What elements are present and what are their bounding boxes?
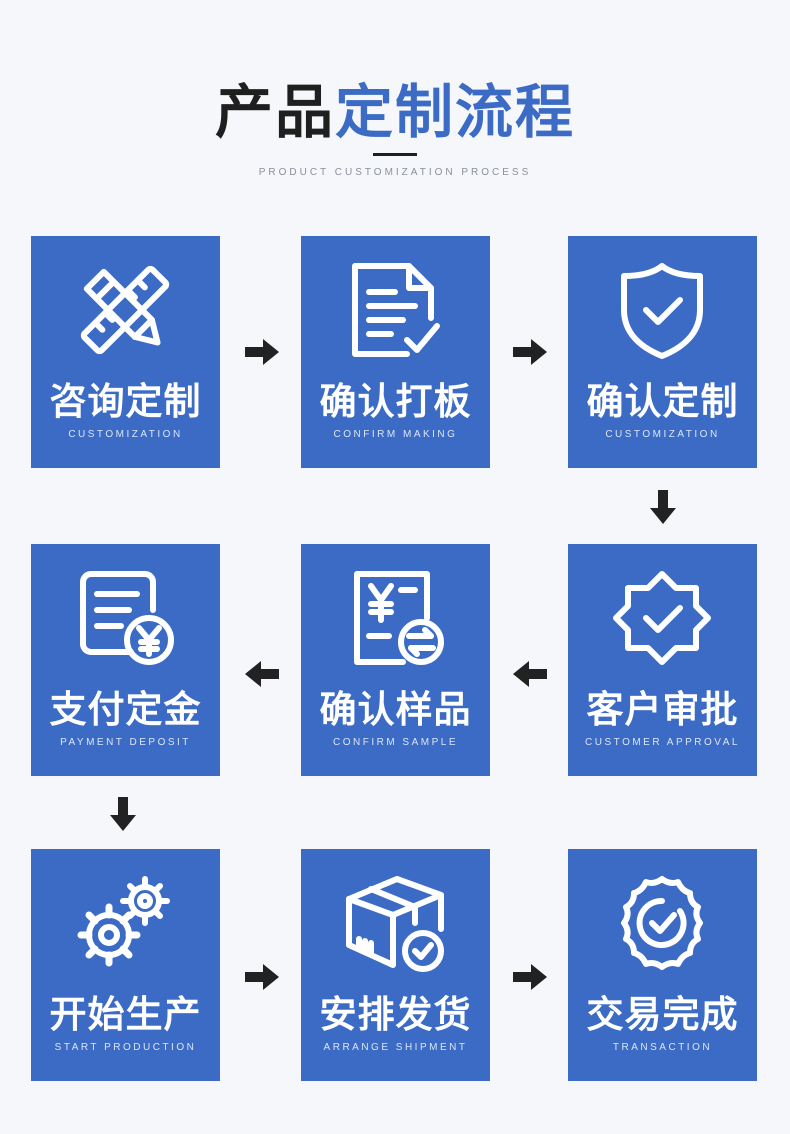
step-subtitle: START PRODUCTION xyxy=(54,1042,197,1053)
step-card-start-production: 开始生产 START PRODUCTION xyxy=(31,849,220,1081)
step-title: 客户审批 xyxy=(586,688,739,731)
step-title: 交易完成 xyxy=(586,993,739,1036)
step-title: 确认打板 xyxy=(319,380,472,423)
seal-check-icon xyxy=(612,873,712,973)
step-subtitle: ARRANGE SHIPMENT xyxy=(323,1042,468,1053)
step-title: 咨询定制 xyxy=(49,380,202,423)
arrow-left-icon xyxy=(245,661,279,687)
arrow-left-icon xyxy=(513,661,547,687)
step-title: 确认样品 xyxy=(319,688,472,731)
package-check-icon xyxy=(345,873,445,973)
arrow-right-icon xyxy=(513,964,547,990)
yen-exchange-icon xyxy=(345,568,445,668)
title-underline xyxy=(373,153,417,156)
step-card-customer-approval: 客户审批 CUSTOMER APPROVAL xyxy=(568,544,757,776)
step-title: 安排发货 xyxy=(319,993,472,1036)
arrow-down-icon xyxy=(110,797,136,831)
step-card-confirm-sample: 确认样品 CONFIRM SAMPLE xyxy=(301,544,490,776)
step-title: 支付定金 xyxy=(49,688,202,731)
shield-check-icon xyxy=(612,260,712,360)
step-title: 确认定制 xyxy=(586,380,739,423)
step-subtitle: CUSTOMER APPROVAL xyxy=(585,737,740,748)
step-subtitle: CUSTOMIZATION xyxy=(68,429,183,440)
step-card-confirm-customization: 确认定制 CUSTOMIZATION xyxy=(568,236,757,468)
page-subtitle: PRODUCT CUSTOMIZATION PROCESS xyxy=(258,167,532,178)
badge-check-icon xyxy=(612,568,712,668)
step-card-confirm-making: 确认打板 CONFIRM MAKING xyxy=(301,236,490,468)
step-subtitle: CONFIRM SAMPLE xyxy=(332,737,458,748)
arrow-right-icon xyxy=(245,964,279,990)
title-blue-part: 定制流程 xyxy=(335,78,576,146)
arrow-right-icon xyxy=(513,339,547,365)
step-subtitle: CONFIRM MAKING xyxy=(333,429,458,440)
document-check-icon xyxy=(345,260,445,360)
page-title: 产品定制流程 xyxy=(0,72,790,152)
step-title: 开始生产 xyxy=(49,993,202,1036)
gears-icon xyxy=(75,873,175,973)
arrow-down-icon xyxy=(650,490,676,524)
pencil-ruler-icon xyxy=(75,260,175,360)
step-card-arrange-shipment: 安排发货 ARRANGE SHIPMENT xyxy=(301,849,490,1081)
arrow-right-icon xyxy=(245,339,279,365)
step-subtitle: PAYMENT DEPOSIT xyxy=(60,737,191,748)
step-card-payment-deposit: 支付定金 PAYMENT DEPOSIT xyxy=(31,544,220,776)
step-subtitle: CUSTOMIZATION xyxy=(605,429,720,440)
title-dark-part: 产品 xyxy=(214,78,335,146)
yen-bill-icon xyxy=(75,568,175,668)
step-card-transaction: 交易完成 TRANSACTION xyxy=(568,849,757,1081)
step-card-consult: 咨询定制 CUSTOMIZATION xyxy=(31,236,220,468)
step-subtitle: TRANSACTION xyxy=(612,1042,713,1053)
